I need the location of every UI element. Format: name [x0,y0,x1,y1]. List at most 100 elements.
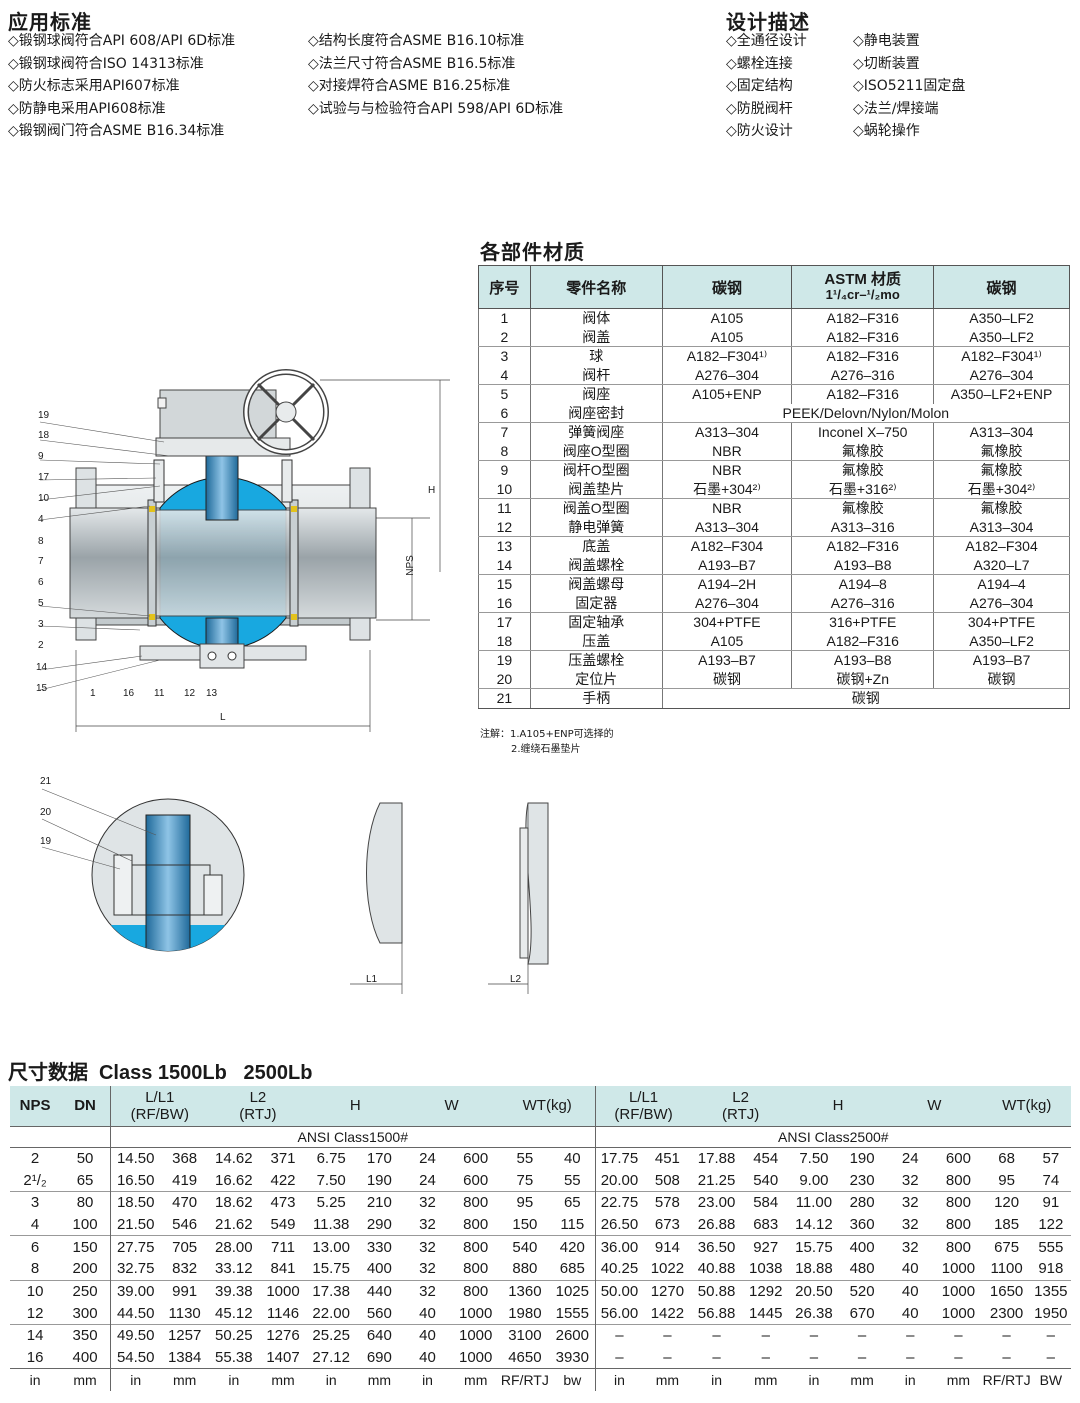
dimension-cell: – [789,1323,838,1347]
dimension-cell: 15.75 [789,1235,838,1258]
dimension-cell: 280 [838,1190,887,1214]
dimension-cell: 210 [355,1190,404,1214]
dimension-cell: 290 [366,1215,392,1233]
dimension-cell: 32 [419,1215,436,1233]
dimension-cell: 45.12 [215,1304,253,1322]
dimension-cell: 711 [258,1235,308,1258]
dim-header-h-2500: H [789,1086,887,1126]
design-list-2: ◇静电装置◇切断装置◇ISO5211固定盘◇法兰/焊接端◇蜗轮操作 [853,30,965,143]
dimension-cell: 190 [849,1149,875,1167]
dimension-cell: 11.00 [789,1190,838,1214]
dimension-cell: 1130 [168,1304,201,1322]
dimension-cell: 40 [419,1304,436,1322]
dimension-cell: 670 [849,1304,875,1322]
material-cell: 氟橡胶 [791,498,935,518]
material-cell: 8 [478,441,531,461]
dimension-cell: 400 [72,1349,98,1367]
dimension-cell: 1384 [167,1349,202,1367]
dimension-cell: 360 [849,1215,875,1233]
dimension-cell: 1025 [549,1279,596,1303]
material-cell: 底盖 [529,536,663,556]
dimension-cell: 1000 [941,1260,976,1278]
material-cell: A105 [661,631,793,651]
dimension-cell: 57 [1042,1149,1060,1167]
mat-header-astm-label: ASTM 材质 [824,271,902,288]
material-cell: 手柄 [529,688,663,709]
material-cell: 10 [478,479,531,499]
dimension-cell: 1292 [741,1279,790,1303]
dimension-cell: 24 [419,1171,436,1189]
dimension-cell: 32 [886,1235,935,1258]
dimension-cell: 2¹/₂ [23,1171,47,1189]
dimension-cell: 2300 [989,1304,1024,1322]
dimensions-title: 尺寸数据 [8,1060,88,1084]
unit-cell: in [886,1368,935,1392]
dimension-cell: 16 [26,1349,44,1367]
dim-header-l-2500-b: (RF/BW) [614,1105,673,1123]
standards-list-2: ◇结构长度符合ASME B16.10标准◇法兰尺寸符合ASME B16.5标准◇… [308,30,563,120]
dimension-cell: 32 [403,1235,452,1258]
material-cell: 碳钢 [933,669,1070,689]
material-cell: 阀杆O型圈 [529,460,663,480]
dimensions-heading: 尺寸数据 Class 1500Lb 2500Lb [8,1056,312,1085]
dimension-cell: 918 [1038,1260,1064,1278]
dimension-cell: 555 [1030,1235,1071,1258]
dimension-cell: 7.50 [799,1149,829,1167]
design-item: ◇静电装置 [853,33,920,49]
dimension-cell: 560 [366,1304,392,1322]
dimension-cell: 18.50 [109,1190,161,1214]
dimension-cell: – [712,1349,721,1367]
material-cell: 阀盖O型圈 [529,498,663,518]
dimension-cell: 56.88 [697,1304,736,1322]
dimension-cell: 18.62 [208,1190,259,1214]
dimension-cell: 250 [60,1279,111,1303]
material-cell: 7 [478,422,531,442]
dimension-cell: 800 [945,1171,971,1189]
material-cell: A194–8 [791,574,935,594]
dimension-cell: 800 [463,1215,489,1233]
dim-label-H: H [428,485,436,496]
class1500-label: ANSI Class1500# [109,1125,596,1148]
material-cell: A182–F316 [791,327,935,347]
dimension-cell: 26.38 [795,1304,833,1322]
dimension-cell: 230 [849,1171,875,1189]
dimension-cell: – [663,1349,672,1367]
design-item: ◇全通径设计 [726,33,807,49]
dimension-cell: 23.00 [691,1190,742,1214]
dimension-cell: 690 [366,1349,392,1367]
dimension-cell: 15.75 [312,1260,350,1278]
material-cell: 3 [478,346,531,366]
material-cell: 9 [478,460,531,480]
dimension-cell: 200 [72,1260,98,1278]
material-cell: 6 [478,403,531,423]
dimension-cell: 4650 [508,1349,542,1367]
dimension-cell: 16.62 [215,1171,253,1189]
dimensions-table: NPS DN L/L1(RF/BW) L2(RTJ) H W WT(kg) L/… [10,1086,1071,1392]
material-cell: 316+PTFE [791,612,935,632]
dimension-cell: 422 [270,1171,296,1189]
detail-label-21: 21 [40,776,52,787]
dimension-cell: 40 [886,1279,935,1303]
dimension-cell: 40.88 [697,1260,736,1278]
dimension-cell: 6.75 [316,1149,346,1167]
dimension-cell: 578 [643,1190,692,1214]
material-cell: 氟橡胶 [933,498,1070,518]
unit-cell: in [594,1368,644,1392]
dimension-cell: 27.12 [312,1349,350,1367]
dimension-cell: 600 [945,1149,971,1167]
part-label-17: 17 [38,472,50,483]
material-cell: A182–F316 [791,631,935,651]
standards-item: ◇结构长度符合ASME B16.10标准 [308,33,525,49]
design-item: ◇固定结构 [726,78,793,94]
unit-cell: BW [1030,1368,1071,1392]
mat-header-cs2: 碳钢 [933,265,1070,309]
dimension-cell: 1000 [459,1304,493,1322]
dim-label-L: L [220,712,226,723]
material-cell: 碳钢+Zn [791,669,935,689]
end-view-L2 [488,802,549,994]
material-cell: NBR [661,460,793,480]
